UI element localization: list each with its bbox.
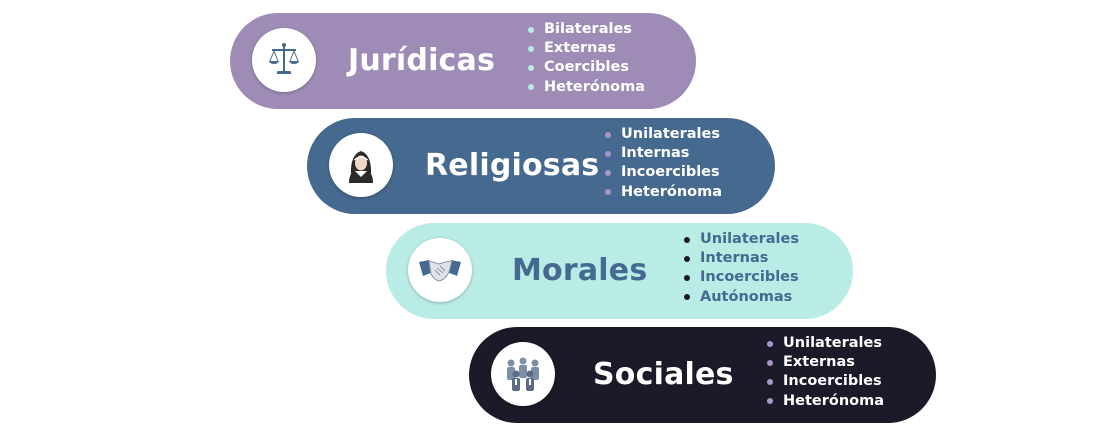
list-item: Coercibles xyxy=(526,58,645,77)
bullet-dot xyxy=(605,169,611,176)
bullet-dot xyxy=(767,340,773,347)
bullet-list: Unilaterales Externas Incoercibles Heter… xyxy=(765,334,884,411)
list-item: Externas xyxy=(765,353,884,372)
bullet-dot xyxy=(528,84,534,91)
bullet-dot xyxy=(528,26,534,33)
bullet-dot xyxy=(767,359,773,366)
list-item: Bilaterales xyxy=(526,20,645,39)
list-item: Heterónoma xyxy=(526,78,645,97)
card-title: Jurídicas xyxy=(348,43,496,78)
handshake-icon xyxy=(408,238,472,302)
bullet-dot xyxy=(684,294,690,301)
bullet-dot xyxy=(605,150,611,157)
scales-of-justice-icon xyxy=(252,28,316,92)
bullet-dot xyxy=(767,398,773,405)
list-item: Incoercibles xyxy=(765,372,884,391)
list-item: Unilaterales xyxy=(603,125,722,144)
bullet-dot xyxy=(684,236,690,243)
card-juridicas: Jurídicas Bilaterales Externas Coercible… xyxy=(230,13,696,109)
bullet-list: Bilaterales Externas Coercibles Heteróno… xyxy=(526,20,645,97)
bullet-dot xyxy=(605,189,611,196)
list-item: Unilaterales xyxy=(682,230,799,249)
list-item: Incoercibles xyxy=(682,268,799,287)
bullet-list: Unilaterales Internas Incoercibles Heter… xyxy=(603,125,722,202)
card-title: Morales xyxy=(512,253,648,288)
bullet-dot xyxy=(605,131,611,138)
card-title: Sociales xyxy=(593,357,734,392)
list-item: Heterónoma xyxy=(603,183,722,202)
list-item: Incoercibles xyxy=(603,163,722,182)
list-item: Externas xyxy=(526,39,645,58)
list-item: Heterónoma xyxy=(765,392,884,411)
list-item: Internas xyxy=(682,249,799,268)
list-item: Internas xyxy=(603,144,722,163)
bullet-list: Unilaterales Internas Incoercibles Autón… xyxy=(682,230,799,307)
bullet-dot xyxy=(528,64,534,71)
list-item: Autónomas xyxy=(682,288,799,307)
bullet-dot xyxy=(684,274,690,281)
group-of-people-icon xyxy=(491,342,555,406)
bullet-dot xyxy=(684,255,690,262)
card-morales: Morales Unilaterales Internas Incoercibl… xyxy=(386,223,853,319)
nun-icon xyxy=(329,133,393,197)
bullet-dot xyxy=(528,45,534,52)
bullet-dot xyxy=(767,378,773,385)
card-title: Religiosas xyxy=(425,148,600,183)
card-religiosas: Religiosas Unilaterales Internas Incoerc… xyxy=(307,118,775,214)
list-item: Unilaterales xyxy=(765,334,884,353)
card-sociales: Sociales Unilaterales Externas Incoercib… xyxy=(469,327,936,423)
